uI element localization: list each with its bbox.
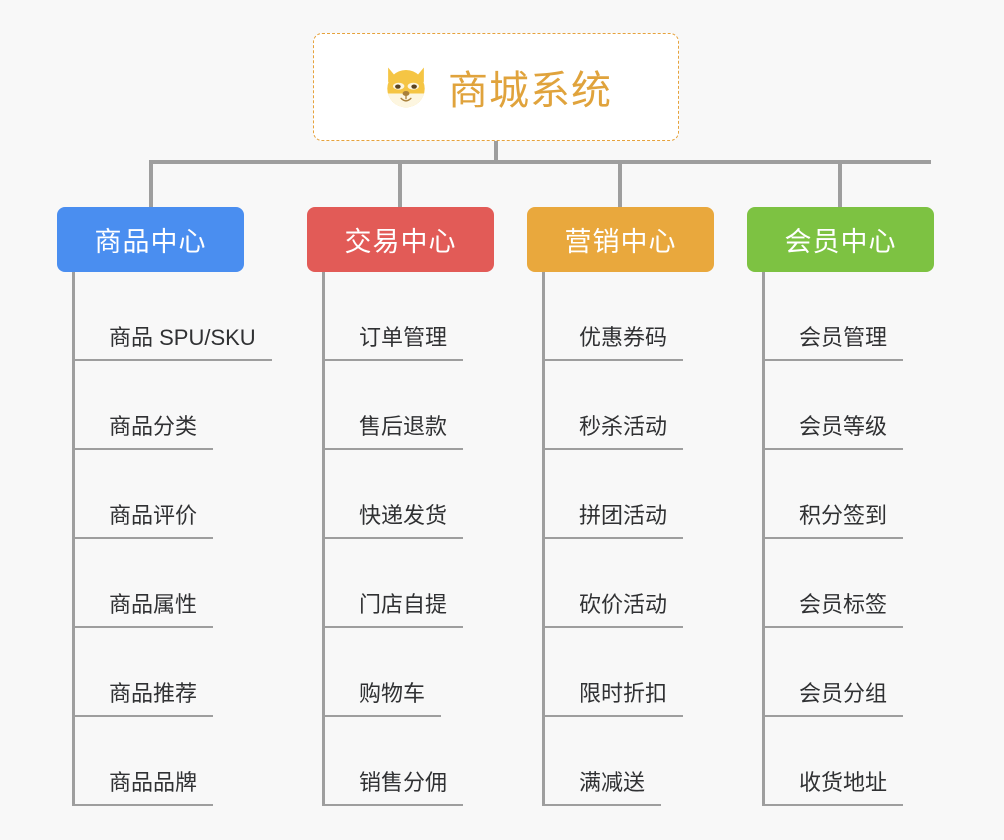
- branch-header-label: 交易中心: [344, 227, 457, 257]
- leaf-label: 会员分组: [765, 681, 904, 717]
- leaf-label: 满减送: [545, 770, 662, 806]
- leaf-label: 售后退款: [325, 414, 464, 450]
- leaf-label: 商品分类: [75, 414, 214, 450]
- list-item[interactable]: 商品品牌: [75, 717, 272, 806]
- branch-items-product: 商品 SPU/SKU 商品分类 商品评价 商品属性 商品推荐 商品品牌: [72, 272, 272, 806]
- branch-drop-connector-1: [149, 160, 153, 207]
- list-item[interactable]: 售后退款: [325, 361, 494, 450]
- root-title: 商城系统: [448, 69, 612, 113]
- list-item[interactable]: 订单管理: [325, 272, 494, 361]
- list-item[interactable]: 商品推荐: [75, 628, 272, 717]
- list-item[interactable]: 限时折扣: [545, 628, 714, 717]
- leaf-label: 商品属性: [75, 592, 214, 628]
- branch-drop-connector-4: [838, 160, 842, 207]
- leaf-label: 拼团活动: [545, 503, 684, 539]
- branch-header-member[interactable]: 会员中心: [747, 207, 934, 272]
- list-item[interactable]: 会员标签: [765, 539, 934, 628]
- root-node[interactable]: 商城系统: [313, 33, 679, 141]
- branch-items-trade: 订单管理 售后退款 快递发货 门店自提 购物车 销售分佣: [322, 272, 494, 806]
- list-item[interactable]: 会员等级: [765, 361, 934, 450]
- list-item[interactable]: 销售分佣: [325, 717, 494, 806]
- leaf-label: 商品推荐: [75, 681, 214, 717]
- list-item[interactable]: 会员分组: [765, 628, 934, 717]
- leaf-label: 销售分佣: [325, 770, 464, 806]
- branch-items-marketing: 优惠券码 秒杀活动 拼团活动 砍价活动 限时折扣 满减送: [542, 272, 714, 806]
- list-item[interactable]: 优惠券码: [545, 272, 714, 361]
- list-item[interactable]: 商品分类: [75, 361, 272, 450]
- list-item[interactable]: 拼团活动: [545, 450, 714, 539]
- leaf-label: 商品评价: [75, 503, 214, 539]
- leaf-label: 商品品牌: [75, 770, 214, 806]
- branch-column-marketing: 营销中心 优惠券码 秒杀活动 拼团活动 砍价活动 限时折扣 满减送: [527, 207, 714, 806]
- leaf-label: 秒杀活动: [545, 414, 684, 450]
- leaf-label: 会员等级: [765, 414, 904, 450]
- leaf-label: 会员管理: [765, 325, 904, 361]
- leaf-label: 购物车: [325, 681, 442, 717]
- branch-column-member: 会员中心 会员管理 会员等级 积分签到 会员标签 会员分组 收货地址: [747, 207, 934, 806]
- list-item[interactable]: 购物车: [325, 628, 494, 717]
- leaf-label: 砍价活动: [545, 592, 684, 628]
- list-item[interactable]: 会员管理: [765, 272, 934, 361]
- branch-header-product[interactable]: 商品中心: [57, 207, 244, 272]
- branch-column-product: 商品中心 商品 SPU/SKU 商品分类 商品评价 商品属性 商品推荐 商品品牌: [57, 207, 272, 806]
- leaf-label: 订单管理: [325, 325, 464, 361]
- leaf-label: 会员标签: [765, 592, 904, 628]
- list-item[interactable]: 商品评价: [75, 450, 272, 539]
- list-item[interactable]: 积分签到: [765, 450, 934, 539]
- shiba-dog-face-icon: [380, 61, 432, 113]
- horizontal-bus-connector: [149, 160, 931, 164]
- list-item[interactable]: 商品 SPU/SKU: [75, 272, 272, 361]
- list-item[interactable]: 砍价活动: [545, 539, 714, 628]
- branch-header-label: 商品中心: [94, 227, 207, 257]
- branch-drop-connector-3: [618, 160, 622, 207]
- root-trunk-connector: [494, 141, 498, 163]
- branch-items-member: 会员管理 会员等级 积分签到 会员标签 会员分组 收货地址: [762, 272, 934, 806]
- list-item[interactable]: 快递发货: [325, 450, 494, 539]
- leaf-label: 收货地址: [765, 770, 904, 806]
- leaf-label: 门店自提: [325, 592, 464, 628]
- branch-header-marketing[interactable]: 营销中心: [527, 207, 714, 272]
- branch-header-label: 会员中心: [784, 227, 897, 257]
- branch-header-trade[interactable]: 交易中心: [307, 207, 494, 272]
- leaf-label: 积分签到: [765, 503, 904, 539]
- branch-column-trade: 交易中心 订单管理 售后退款 快递发货 门店自提 购物车 销售分佣: [307, 207, 494, 806]
- list-item[interactable]: 门店自提: [325, 539, 494, 628]
- list-item[interactable]: 满减送: [545, 717, 714, 806]
- list-item[interactable]: 秒杀活动: [545, 361, 714, 450]
- list-item[interactable]: 收货地址: [765, 717, 934, 806]
- leaf-label: 优惠券码: [545, 325, 684, 361]
- leaf-label: 限时折扣: [545, 681, 684, 717]
- leaf-label: 商品 SPU/SKU: [75, 325, 272, 361]
- leaf-label: 快递发货: [325, 503, 464, 539]
- list-item[interactable]: 商品属性: [75, 539, 272, 628]
- branch-header-label: 营销中心: [564, 227, 677, 257]
- branch-drop-connector-2: [398, 160, 402, 207]
